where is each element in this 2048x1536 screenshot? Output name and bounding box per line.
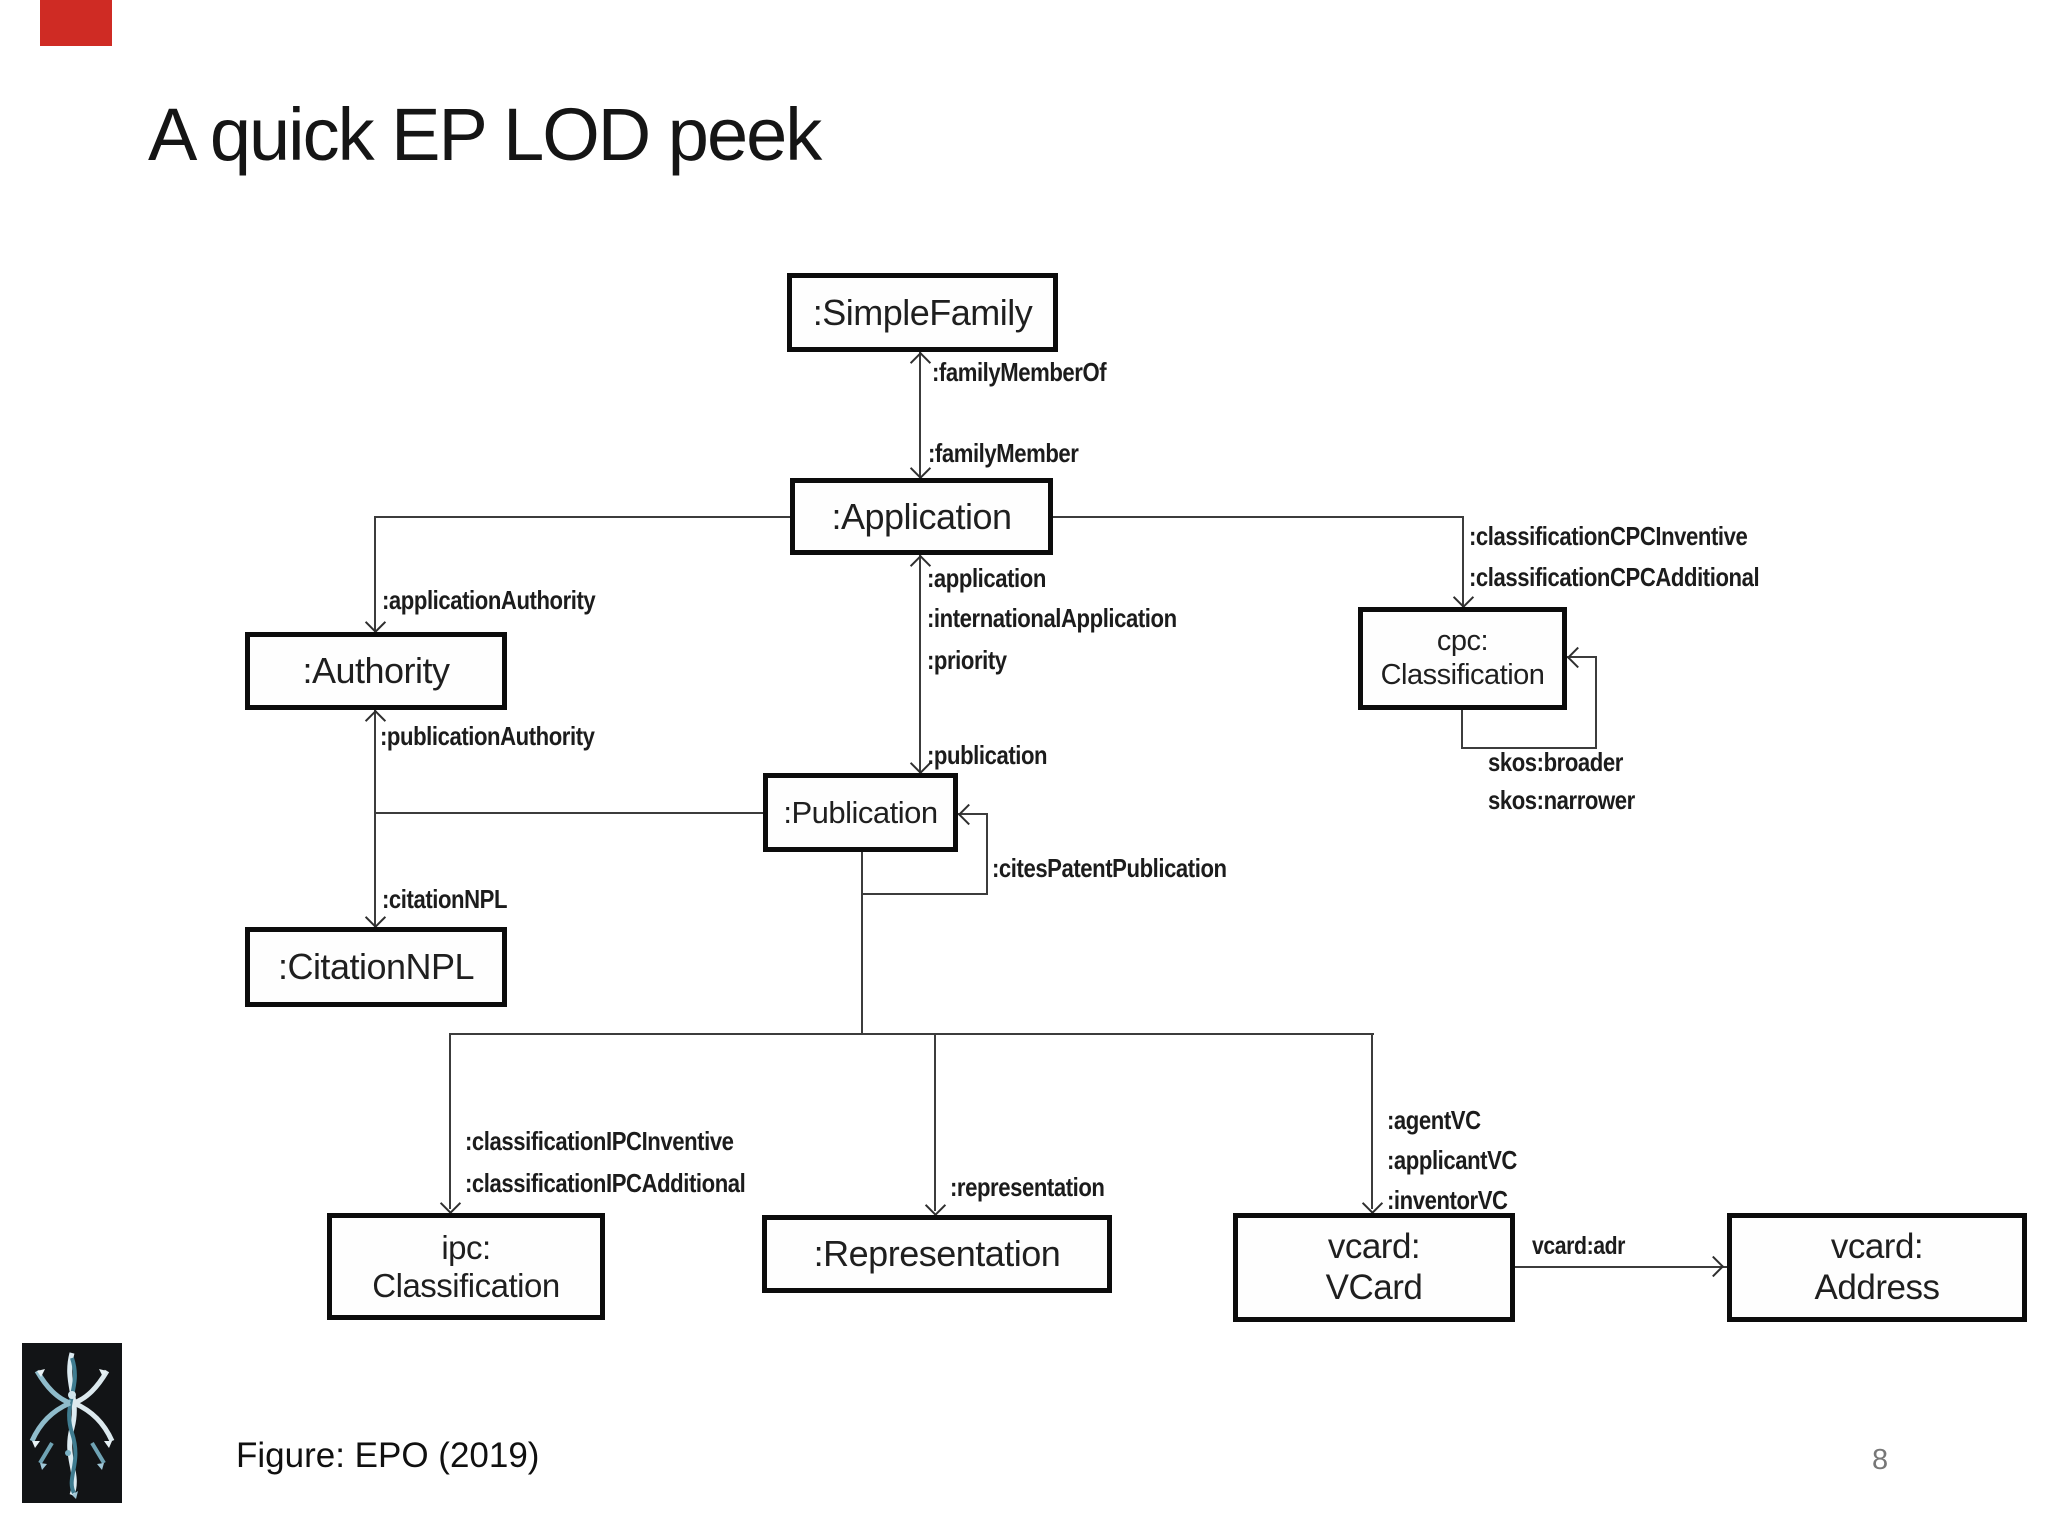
arrowhead-down-icon [924, 1194, 947, 1217]
connector-line [375, 516, 790, 518]
connector-line [374, 812, 763, 814]
node-application: :Application [790, 478, 1053, 555]
edge-label-priority: :priority [927, 645, 1007, 675]
connector-line [861, 852, 863, 1035]
connector-line [1515, 1266, 1727, 1268]
arrowhead-down-icon [439, 1192, 462, 1215]
node-citationnpl-label: :CitationNPL [277, 946, 475, 988]
node-cpc-classification: cpc: Classification [1358, 607, 1567, 710]
edge-label-publication: :publication [927, 740, 1048, 770]
node-ipc-classification: ipc: Classification [327, 1213, 605, 1320]
arrowhead-down-icon [1361, 1192, 1384, 1215]
connector-line [1595, 657, 1597, 749]
connector-line [919, 555, 921, 773]
node-publication: :Publication [763, 773, 958, 852]
edge-label-familymember: :familyMember [928, 438, 1079, 468]
slide-corner-marker [40, 0, 112, 46]
connector-line [449, 1033, 1374, 1035]
node-vcard-vcard: vcard: VCard [1233, 1213, 1515, 1322]
node-vcard-line2: VCard [1325, 1267, 1423, 1307]
edge-label-citationnpl: :citationNPL [382, 884, 508, 914]
node-ipc-line1: ipc: [441, 1228, 491, 1266]
connector-line [374, 516, 376, 632]
edge-label-applicationauthority: :applicationAuthority [382, 585, 596, 615]
edge-label-representation: :representation [950, 1172, 1105, 1202]
arrowhead-left-icon [957, 803, 980, 826]
edge-label-classificationipcinventive: :classificationIPCInventive [465, 1126, 734, 1156]
node-publication-label: :Publication [783, 794, 938, 830]
node-vcard-line1: vcard: [1327, 1227, 1421, 1267]
node-address-line1: vcard: [1830, 1227, 1924, 1267]
edge-label-familymemberof: :familyMemberOf [932, 357, 1107, 387]
connector-line [1462, 516, 1464, 609]
connector-line [1567, 656, 1597, 658]
edge-label-applicantvc: :applicantVC [1387, 1145, 1517, 1175]
edge-label-agentvc: :agentVC [1387, 1105, 1481, 1135]
connector-line [1461, 710, 1463, 749]
arrowhead-right-icon [1702, 1255, 1725, 1278]
connector-line [861, 893, 988, 895]
node-cpc-line1: cpc: [1436, 625, 1489, 658]
node-citationnpl: :CitationNPL [245, 927, 507, 1007]
node-address-line2: Address [1814, 1267, 1940, 1307]
edge-label-internationalapplication: :internationalApplication [927, 603, 1177, 633]
node-representation-label: :Representation [813, 1233, 1061, 1275]
node-ipc-line2: Classification [372, 1266, 560, 1304]
edge-label-publicationauthority: :publicationAuthority [380, 721, 595, 751]
arrowhead-up-icon [909, 351, 932, 374]
connector-line [1053, 516, 1464, 518]
edge-label-classificationcpcadditional: :classificationCPCAdditional [1469, 562, 1760, 592]
arrowhead-left-icon [1566, 646, 1589, 669]
edge-label-inventorvc: :inventorVC [1387, 1185, 1508, 1215]
footer-logo [22, 1343, 122, 1503]
page-title: A quick EP LOD peek [148, 93, 822, 176]
node-vcard-address: vcard: Address [1727, 1213, 2027, 1322]
connector-line [919, 352, 921, 478]
connector-line [1461, 747, 1597, 749]
edge-label-vcardadr: vcard:adr [1532, 1232, 1626, 1260]
connector-line [958, 813, 988, 815]
edge-label-classificationcpcinventive: :classificationCPCInventive [1469, 521, 1748, 551]
node-application-label: :Application [831, 495, 1012, 537]
edge-label-application: :application [927, 563, 1046, 593]
node-authority-label: :Authority [302, 650, 450, 692]
connector-line [374, 710, 376, 927]
edge-label-classificationipcadditional: :classificationIPCAdditional [465, 1168, 746, 1198]
node-cpc-line2: Classification [1380, 658, 1545, 691]
node-authority: :Authority [245, 632, 507, 710]
figure-caption: Figure: EPO (2019) [236, 1436, 540, 1475]
connector-line [986, 814, 988, 895]
edge-label-skosbroader: skos:broader [1488, 747, 1623, 777]
node-representation: :Representation [762, 1215, 1112, 1293]
page-number: 8 [1872, 1444, 1889, 1476]
node-simplefamily-label: :SimpleFamily [812, 291, 1033, 333]
node-simplefamily: :SimpleFamily [787, 273, 1058, 352]
connector-line [1371, 1033, 1373, 1209]
edge-label-citespatentpublication: :citesPatentPublication [992, 853, 1227, 883]
edge-label-skosnarrower: skos:narrower [1488, 785, 1635, 815]
connector-line [449, 1033, 451, 1209]
connector-line [934, 1033, 936, 1211]
